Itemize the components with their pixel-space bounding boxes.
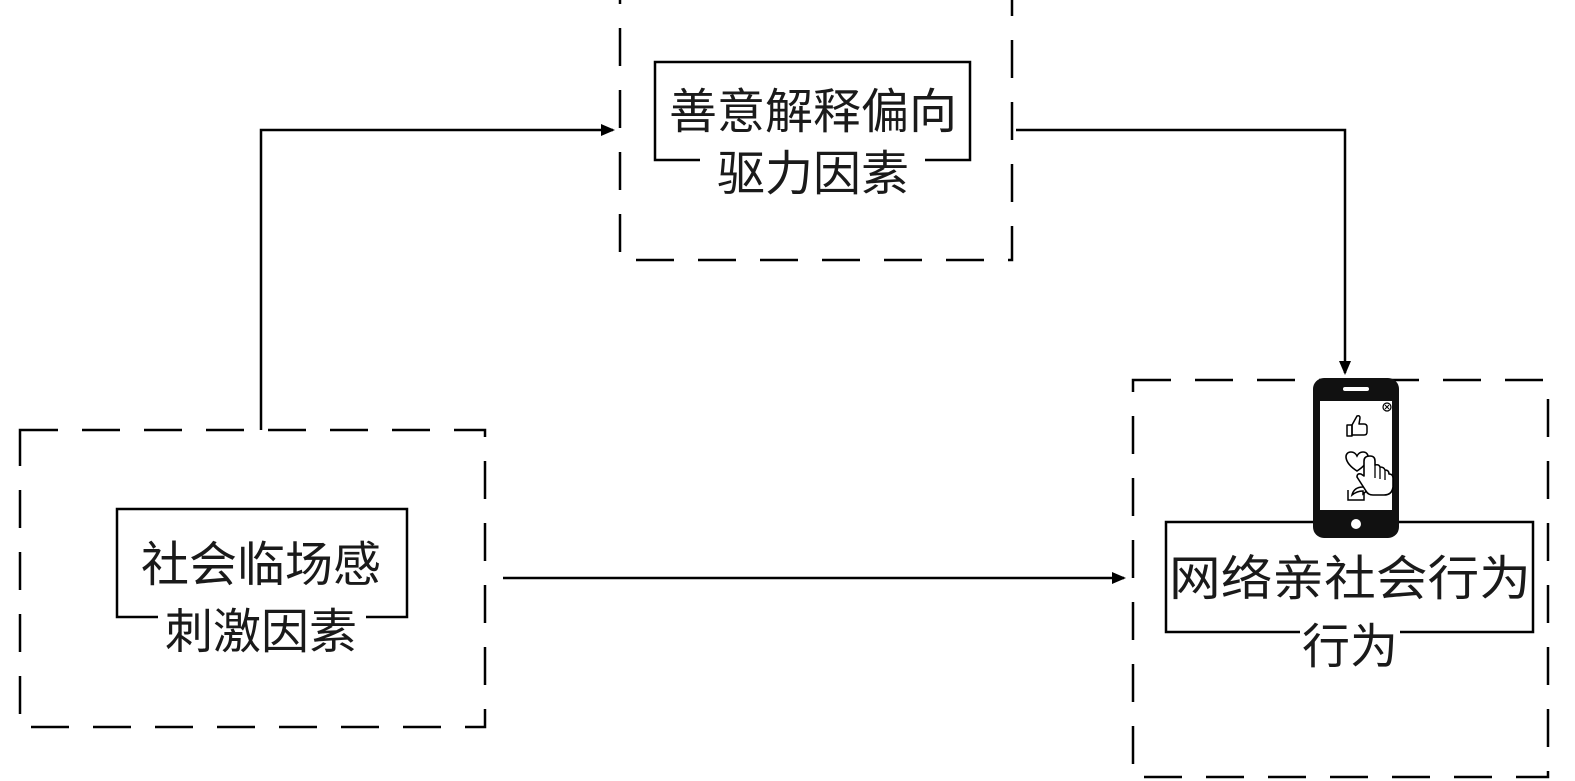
drive-factor-dashed-frame — [618, 0, 1014, 262]
stimulus-factor-bracket — [115, 507, 409, 619]
phone-home-button — [1351, 519, 1361, 529]
arrow-stimulus-to-drive — [259, 124, 615, 430]
arrow-drive-to-behavior — [1016, 128, 1351, 375]
behavior-subtitle: 行为 — [1302, 619, 1398, 675]
drive-factor-bracket — [653, 60, 972, 162]
stimulus-factor-title: 社会临场感 — [141, 537, 381, 593]
drive-factor-node: 善意解释偏向 驱力因素 — [618, 0, 1014, 262]
phone-speaker — [1343, 387, 1369, 391]
stimulus-factor-dashed-frame — [18, 428, 487, 729]
drive-factor-subtitle: 驱力因素 — [717, 146, 909, 202]
pointing-hand-icon — [1356, 455, 1394, 496]
drive-factor-title: 善意解释偏向 — [669, 84, 957, 140]
close-icon — [1382, 402, 1392, 412]
stimulus-factor-node: 社会临场感 刺激因素 — [18, 428, 487, 729]
behavior-title: 网络亲社会行为 — [1169, 551, 1531, 607]
thumbs-up-icon — [1346, 415, 1368, 437]
stimulus-factor-subtitle: 刺激因素 — [165, 604, 357, 660]
behavior-node: 网络亲社会行为 行为 — [1131, 378, 1550, 779]
heart-icon — [1345, 451, 1369, 472]
smartphone-icon — [1313, 378, 1399, 538]
